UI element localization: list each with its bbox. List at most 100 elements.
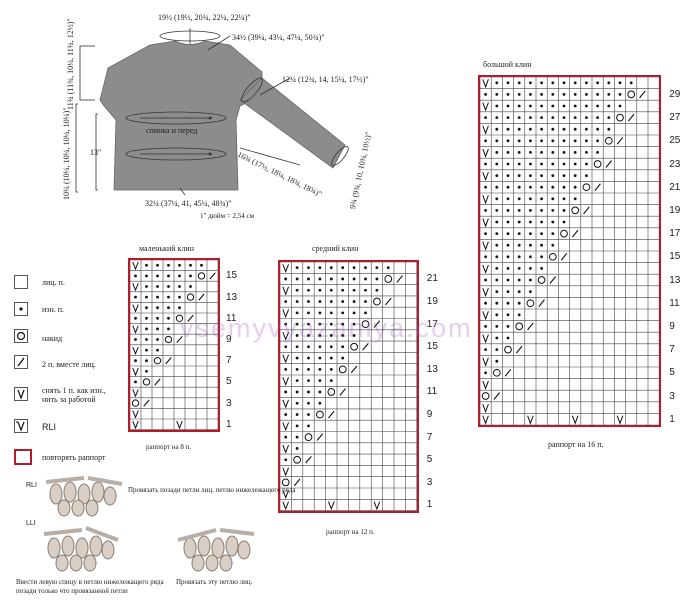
- purl-dot: [596, 139, 599, 143]
- row-number: 13: [426, 363, 438, 375]
- purl-dot: [134, 274, 137, 278]
- purl-dot: [551, 197, 555, 201]
- slip-v: [132, 420, 139, 430]
- purl-dot: [506, 336, 510, 340]
- row-number: 3: [226, 397, 232, 409]
- row-number: 15: [669, 251, 681, 263]
- purl-dot: [329, 300, 333, 303]
- yarn-over-circle: [492, 368, 501, 377]
- purl-dot: [295, 367, 299, 371]
- purl-dot: [529, 174, 532, 177]
- purl-dot: [307, 413, 310, 416]
- purl-dot: [167, 295, 170, 299]
- purl-dot: [341, 277, 345, 281]
- purl-dot: [307, 367, 310, 371]
- row-number: 23: [669, 158, 681, 170]
- purl-dot: [329, 356, 333, 360]
- k2tog-slash: [165, 357, 172, 365]
- yarn-over-circle: [537, 276, 546, 284]
- purl-dot: [585, 127, 588, 131]
- purl-dot: [517, 185, 521, 189]
- row-number: 11: [226, 312, 237, 324]
- purl-dot: [341, 288, 345, 292]
- yarn-over-circle: [361, 320, 370, 329]
- purl-dot: [156, 274, 159, 278]
- purl-dot: [307, 277, 310, 281]
- yarn-over-circle: [616, 113, 624, 122]
- yarn-over-circle: [281, 478, 290, 487]
- purl-dot: [573, 151, 577, 154]
- purl-dot: [318, 356, 322, 360]
- yarn-over-circle: [604, 136, 613, 145]
- purl-dot: [484, 371, 487, 375]
- row-number: 15: [226, 270, 238, 282]
- lli-technique-illustration-1: [43, 526, 119, 572]
- purl-dot: [134, 359, 137, 363]
- purl-dot: [495, 162, 499, 166]
- medium-wedge-chart: [278, 260, 419, 513]
- purl-dot: [585, 104, 588, 108]
- purl-dot: [307, 300, 310, 303]
- lli-technique-illustration-2: [177, 528, 255, 572]
- row-number: 3: [669, 390, 675, 402]
- slip-v: [176, 420, 183, 430]
- purl-dot: [295, 435, 299, 439]
- purl-dot: [506, 127, 510, 131]
- purl-dot: [341, 345, 345, 349]
- purl-dot: [284, 390, 288, 394]
- slip-v: [282, 399, 290, 409]
- purl-dot: [506, 325, 510, 328]
- legend-yo-label: накид: [42, 334, 63, 343]
- row-number: 3: [426, 476, 433, 488]
- slip-v: [132, 346, 139, 356]
- purl-dot: [134, 295, 137, 299]
- purl-dot: [629, 81, 633, 85]
- purl-dot: [284, 435, 288, 439]
- k2tog-slash: [339, 388, 346, 396]
- purl-dot: [145, 369, 148, 373]
- purl-dot: [145, 348, 148, 352]
- purl-dot: [352, 288, 356, 292]
- chart-large-grid: [480, 77, 660, 425]
- purl-dot: [517, 197, 521, 201]
- k2tog-slash: [209, 272, 216, 280]
- purl-dot: [495, 267, 499, 270]
- purl-dot: [540, 93, 543, 96]
- legend-k2tog-label: 2 п. вместе лиц.: [42, 360, 96, 369]
- purl-dot: [618, 81, 622, 85]
- purl-dot: [307, 390, 310, 394]
- yarn-over-circle: [316, 410, 324, 419]
- row-number: 19: [669, 204, 681, 216]
- row-number: 29: [669, 88, 681, 100]
- purl-dot: [156, 295, 159, 299]
- lli-technique-label: LLI: [26, 520, 36, 527]
- purl-dot: [517, 81, 521, 85]
- purl-dot: [540, 116, 543, 119]
- yarn-over-circle: [293, 455, 301, 464]
- slip-v: [282, 331, 290, 341]
- purl-dot: [517, 162, 521, 166]
- purl-dot: [529, 278, 532, 282]
- purl-dot: [529, 151, 532, 154]
- purl-dot: [484, 325, 487, 328]
- k2tog-slash: [143, 399, 150, 407]
- yarn-over-circle: [515, 322, 524, 331]
- purl-dot: [329, 334, 333, 337]
- purl-dot: [517, 243, 521, 247]
- purl-dot: [145, 327, 148, 331]
- purl-dot: [295, 277, 299, 281]
- purl-dot: [341, 300, 345, 303]
- slip-v: [132, 261, 139, 271]
- purl-dot: [178, 306, 181, 310]
- k2tog-slash: [305, 456, 312, 464]
- purl-dot: [540, 151, 543, 154]
- purl-dot: [517, 301, 521, 305]
- legend-repeat-symbol: [14, 449, 32, 465]
- purl-dot: [529, 220, 532, 224]
- purl-dot: [517, 209, 521, 212]
- purl-dot: [295, 266, 299, 270]
- purl-dot: [517, 116, 521, 119]
- purl-dot: [167, 316, 170, 320]
- slip-v: [482, 380, 489, 390]
- slip-v: [571, 415, 579, 425]
